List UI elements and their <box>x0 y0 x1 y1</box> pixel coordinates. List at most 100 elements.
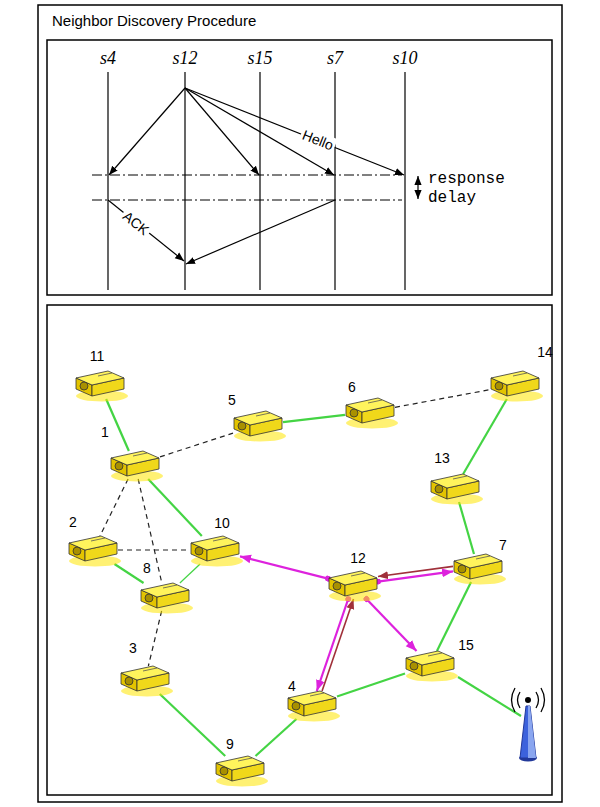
link-connector <box>180 564 200 583</box>
sensor-icon <box>325 568 381 602</box>
link-connector <box>317 599 348 691</box>
icon-lens <box>410 662 418 670</box>
sensor-node: 3 <box>117 663 173 697</box>
sensor-icon <box>402 648 458 682</box>
link-connector <box>100 479 128 536</box>
node-number: 9 <box>226 736 234 752</box>
sensor-node: 11 <box>72 368 128 402</box>
ack-arrow <box>186 200 335 264</box>
panel-frame <box>47 40 552 295</box>
node-number: 5 <box>228 392 236 408</box>
sensor-icon <box>117 663 173 697</box>
icon-detail <box>213 538 227 541</box>
icon-detail <box>256 413 270 416</box>
link-connector <box>256 719 297 756</box>
sensor-icon <box>230 408 286 442</box>
delay-arrow <box>417 176 418 199</box>
link-connector <box>378 571 453 581</box>
icon-detail <box>310 693 324 696</box>
icon-lens <box>292 702 300 710</box>
sensor-node: 5 <box>230 408 286 442</box>
icon-detail <box>163 585 177 588</box>
node-number: 13 <box>434 450 450 466</box>
sensor-node: 1 <box>107 448 163 482</box>
tower-highlight <box>528 706 536 758</box>
timeline-label: s15 <box>247 48 272 68</box>
sensor-node: 10 <box>187 533 243 567</box>
sensor-icon <box>212 753 268 787</box>
icon-detail <box>368 400 382 403</box>
timeline-label: s7 <box>327 48 343 68</box>
link-connector <box>148 479 202 536</box>
link-connector <box>322 599 353 691</box>
radio-wave <box>536 692 539 708</box>
dash-dot-line <box>92 200 402 201</box>
link-connector <box>283 415 345 422</box>
icon-lens <box>350 409 358 417</box>
sensor-icon <box>137 580 193 614</box>
icon-detail <box>91 538 105 541</box>
sensor-icon <box>427 471 483 505</box>
link-connector <box>240 556 328 578</box>
link-connector <box>160 433 233 457</box>
radio-wave <box>512 688 516 712</box>
tower-body <box>520 706 536 758</box>
sensor-icon <box>107 448 163 482</box>
node-number: 4 <box>288 678 296 694</box>
node-number: 6 <box>348 379 356 395</box>
timeline <box>404 72 405 290</box>
link-connector <box>395 390 490 408</box>
link-connector <box>148 611 161 666</box>
node-number: 7 <box>499 537 507 553</box>
link-connector <box>138 479 162 583</box>
message-label: Hello <box>298 126 337 154</box>
timeline <box>334 72 335 290</box>
outer-frame <box>38 5 562 802</box>
sensor-icon <box>72 368 128 402</box>
icon-lens <box>458 565 466 573</box>
icon-lens <box>220 767 228 775</box>
sensor-icon <box>342 395 398 429</box>
sensor-node: 15 <box>402 648 458 682</box>
link-connector <box>337 673 405 696</box>
sensor-node: 8 <box>137 580 193 614</box>
icon-lens <box>145 594 153 602</box>
message-label: ACK <box>118 207 154 240</box>
timeline-label: s4 <box>100 48 116 68</box>
icon-lens <box>495 382 503 390</box>
link-connector <box>106 399 129 451</box>
radio-wave <box>518 692 521 708</box>
hello-arrow <box>185 88 404 175</box>
node-number: 11 <box>90 348 105 364</box>
radio-wave <box>541 688 545 712</box>
node-number: 3 <box>129 640 137 656</box>
link-line <box>458 677 521 716</box>
sensor-icon <box>187 533 243 567</box>
timeline-label: s10 <box>392 48 417 68</box>
icon-detail <box>351 573 365 576</box>
hello-arrow <box>185 88 259 175</box>
sensor-node: 9 <box>212 753 268 787</box>
sensor-icon <box>450 551 506 585</box>
icon-lens <box>435 485 443 493</box>
icon-detail <box>133 453 147 456</box>
icon-lens <box>115 462 123 470</box>
node-number: 15 <box>458 637 474 653</box>
icon-detail <box>476 556 490 559</box>
link-connector <box>459 502 474 554</box>
node-number: 12 <box>350 550 366 566</box>
icon-lens <box>333 582 341 590</box>
sensor-icon <box>487 368 543 402</box>
panel-frame <box>47 305 552 795</box>
icon-detail <box>143 668 157 671</box>
hello-arrow <box>109 88 185 175</box>
sensor-node: 4 <box>284 688 340 722</box>
link-connector <box>160 694 225 756</box>
link-connector <box>114 564 143 583</box>
sensor-node: 2 <box>65 533 121 567</box>
icon-lens <box>195 547 203 555</box>
link-connector <box>463 399 507 474</box>
